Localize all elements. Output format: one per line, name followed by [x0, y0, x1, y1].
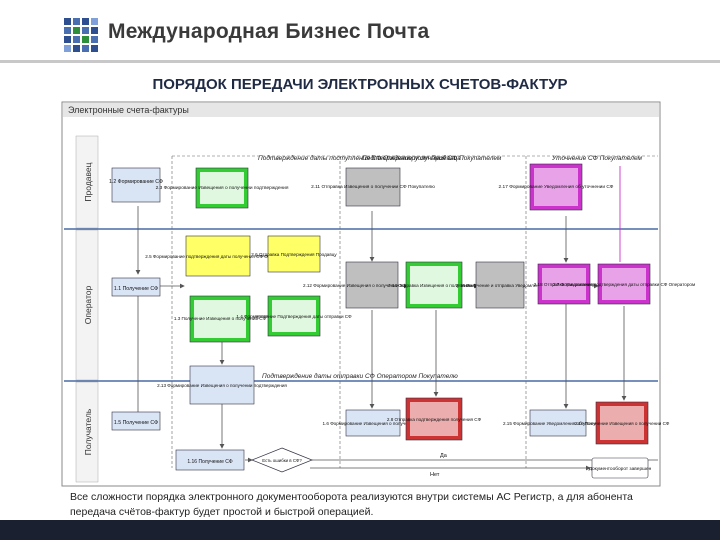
panel-titlebar [63, 103, 659, 117]
node-2-17: 2.17 Формирование Уведомления об уточнен… [499, 163, 614, 211]
panel-title: Электронные счета-фактуры [68, 105, 189, 115]
header: Международная Бизнес Почта [0, 0, 720, 63]
page-title: ПОРЯДОК ПЕРЕДАЧИ ЭЛЕКТРОННЫХ СЧЕТОВ-ФАКТ… [152, 76, 568, 93]
svg-text:1.5 Получение СФ: 1.5 Получение СФ [114, 420, 158, 426]
svg-text:1.16 Получение СФ: 1.16 Получение СФ [187, 459, 233, 465]
node-1-1: 1.1 Получение СФ [111, 277, 161, 297]
grid-logo-icon [64, 18, 98, 52]
bottom-bar [0, 520, 720, 540]
phase-label-clarify: Уточнение СФ Покупателем [551, 155, 643, 162]
svg-text:2.12 Формирование Извещения о: 2.12 Формирование Извещения о получении … [303, 283, 441, 288]
branch-no-label: Нет [430, 472, 440, 478]
process-diagram: Электронные счета-фактуры Продавец Опера… [61, 101, 695, 487]
node-2-12: 2.12 Формирование Извещения о получении … [303, 261, 441, 309]
phase-label-buyer-confirm: Подтверждение получения СФ Покупателем [362, 154, 502, 162]
node-1-16: 1.16 Получение СФ [175, 449, 245, 471]
svg-text:2.18 Отправка Уведомления: 2.18 Отправка Уведомления [534, 282, 595, 287]
svg-text:1.4 Формирование Подтверждения: 1.4 Формирование Подтверждения даты отпр… [236, 314, 352, 319]
svg-text:2.13 Формирование Извещения о: 2.13 Формирование Извещения о получении … [157, 383, 287, 388]
svg-text:2.14 Отправка Извещения о полу: 2.14 Отправка Извещения о получении СФ [388, 283, 480, 288]
svg-text:2.16 Получение и отправка Увед: 2.16 Получение и отправка Уведомления [456, 283, 544, 288]
footer-note: Все сложности порядка электронного докум… [70, 491, 633, 518]
svg-text:2.19 Получение Извещения о пол: 2.19 Получение Извещения о получении СФ [575, 421, 670, 426]
lane-label-operator: Оператор [83, 286, 93, 325]
lane-header-receiver [75, 381, 99, 483]
node-2-15: 2.15 Формирование Уведомления об уточнен… [503, 409, 614, 437]
lane-label-seller: Продавец [83, 162, 93, 201]
lane-header-operator [75, 229, 99, 381]
node-2-6: 2.6 Отправка Подтверждения Продавцу [251, 235, 337, 273]
node-2-13: 2.13 Формирование Извещения о получении … [157, 365, 287, 405]
header-divider [0, 60, 720, 63]
node-2-5: 2.5 Формирование подтверждения даты полу… [145, 235, 291, 277]
svg-text:2.8 Отправка подтверждения пол: 2.8 Отправка подтверждения получения СФ [387, 417, 482, 422]
svg-text:2.15 Формирование Уведомления: 2.15 Формирование Уведомления об уточнен… [503, 421, 614, 426]
node-1-5: 1.5 Получение СФ [111, 411, 161, 431]
svg-text:2.17 Формирование Уведомления: 2.17 Формирование Уведомления об уточнен… [499, 184, 614, 190]
svg-text:2.11 Отправка Извещения о полу: 2.11 Отправка Извещения о получении СФ П… [311, 184, 435, 190]
lane-header-seller [75, 135, 99, 229]
node-2-14: 2.14 Отправка Извещения о получении СФ [388, 261, 480, 309]
node-2-19: 2.19 Получение Извещения о получении СФ [575, 401, 670, 445]
node-1-2: 1.2 Формирование СФ [109, 167, 163, 203]
node-1-3: 1.3 Получение Извещения о получении СФ [174, 295, 267, 343]
svg-text:2.7 Формирование подтверждения: 2.7 Формирование подтверждения даты отпр… [553, 282, 695, 287]
svg-text:1.2 Формирование СФ: 1.2 Формирование СФ [109, 179, 163, 185]
node-2-11: 2.11 Отправка Извещения о получении СФ П… [311, 167, 435, 207]
node-2-3: 2.3 Формирование Извещения о получении п… [156, 167, 289, 209]
svg-text:1.3 Получение Извещения о полу: 1.3 Получение Извещения о получении СФ [174, 316, 267, 321]
node-1-4: 1.4 Формирование Подтверждения даты отпр… [236, 295, 352, 337]
svg-text:2.3 Формирование Извещения о п: 2.3 Формирование Извещения о получении п… [156, 185, 289, 191]
svg-text:1.6 Формирование Извещения о п: 1.6 Формирование Извещения о получении С… [323, 421, 424, 426]
node-2-18: 2.18 Отправка Уведомления [534, 263, 595, 305]
phase-label-seller-confirm: Подтверждение даты поступления СФ Операт… [258, 154, 461, 162]
node-2-8: 2.8 Отправка подтверждения получения СФ [387, 397, 482, 441]
phase-label-operator-send-confirm: Подтверждение даты отправки СФ Операторо… [262, 372, 458, 380]
svg-text:2.5 Формирование подтверждения: 2.5 Формирование подтверждения даты полу… [145, 254, 291, 259]
branch-yes-label: Да [440, 453, 448, 459]
svg-text:2.6 Отправка Подтверждения Про: 2.6 Отправка Подтверждения Продавцу [251, 252, 337, 257]
svg-text:Документооборот завершен: Документооборот завершен [589, 466, 652, 472]
svg-text:1.1 Получение СФ: 1.1 Получение СФ [114, 286, 158, 292]
brand-name: Международная Бизнес Почта [108, 20, 430, 43]
decision-node: Есть ошибки в СФ? [251, 447, 313, 473]
node-2-16: 2.16 Получение и отправка Уведомления [456, 261, 544, 309]
end-node: Документооборот завершен [589, 457, 652, 479]
node-2-7: 2.7 Формирование подтверждения даты отпр… [553, 263, 695, 305]
node-1-6: 1.6 Формирование Извещения о получении С… [323, 409, 424, 437]
lane-label-receiver: Получатель [83, 408, 93, 455]
svg-text:Есть ошибки в СФ?: Есть ошибки в СФ? [262, 458, 302, 463]
